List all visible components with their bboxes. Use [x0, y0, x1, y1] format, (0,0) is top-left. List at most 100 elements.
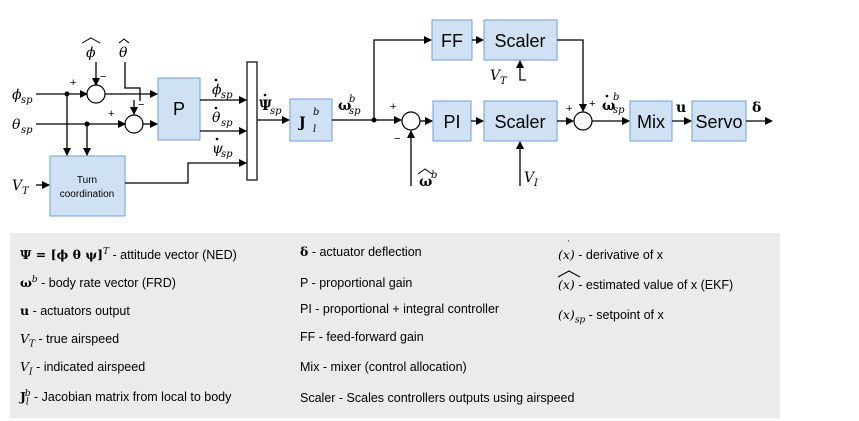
sum-junction-phi: [86, 84, 106, 104]
control-block-diagram: P Turn coordination J b l FF Scaler PI S…: [12, 19, 773, 217]
block-ff: FF: [431, 19, 473, 61]
legend-omega-text: - body rate vector (FRD): [37, 276, 176, 291]
label-thetadot-sp: θ sp: [212, 106, 233, 129]
psidot-sub: sp: [221, 149, 233, 160]
legend-pi: PI - proportional + integral controller: [300, 302, 500, 316]
legend-vi-sub: I: [29, 367, 33, 378]
jacobian-sub: l: [313, 124, 316, 135]
vt-input-symbol: V: [12, 178, 24, 194]
label-omega-sp: ω b sp: [338, 94, 361, 117]
psidot-symbol: ψ: [212, 141, 224, 157]
vi-pi-sub: I: [533, 178, 539, 189]
phidot-sub: sp: [221, 90, 233, 101]
sign-plus-ff-b: +: [589, 98, 595, 110]
legend-u-text: - actuators output: [29, 304, 130, 318]
omega-hat-sup: b: [431, 170, 437, 181]
jacobian-symbol: J: [297, 115, 306, 131]
block-mix-label: Mix: [637, 112, 665, 132]
sign-minus-phi: −: [100, 71, 106, 83]
phi-sp-sub: sp: [21, 95, 33, 106]
block-p-label: P: [173, 99, 185, 119]
vt-ff-sub: T: [500, 76, 508, 87]
block-scaler-pi: Scaler: [483, 100, 558, 142]
label-theta-hat: θ: [118, 38, 130, 61]
label-phidot-sp: ϕ sp: [212, 78, 233, 101]
theta-sp-sub: sp: [21, 125, 33, 136]
legend-delta-text: - actuator deflection: [308, 245, 422, 259]
sign-minus-rate: −: [394, 133, 400, 145]
sign-minus-theta: −: [138, 99, 144, 111]
label-u: u: [676, 100, 686, 116]
theta-sp-symbol: θ: [12, 117, 21, 133]
legend-setpoint: (x)sp - setpoint of x: [558, 307, 664, 326]
legend-vi-symbol: V: [20, 359, 30, 374]
legend-j-symbol: J: [20, 389, 26, 405]
omegadot-symbol: ω: [602, 98, 615, 114]
turn-label-2: coordination: [60, 189, 114, 200]
legend-body-rate: ωb - body rate vector (FRD): [20, 275, 176, 290]
label-omega-hat: ω b: [417, 168, 437, 190]
legend-est-text: - estimated value of x (EKF): [574, 278, 734, 292]
legend-j-sup: b: [24, 389, 31, 399]
legend-p: P - proportional gain: [300, 276, 413, 290]
legend-panel: Ψ = [ϕ θ ψ]T - attitude vector (NED) ωb …: [10, 233, 780, 418]
label-delta: δ: [752, 100, 761, 116]
phi-sp-symbol: ϕ: [12, 87, 22, 103]
sign-plus-theta: +: [108, 108, 114, 120]
legend-delta-symbol: δ: [300, 244, 309, 259]
legend-sp-sub: sp: [574, 315, 586, 326]
block-turn-coordination: Turn coordination: [49, 155, 126, 217]
phi-hat-symbol: ϕ: [86, 45, 96, 61]
label-phi-hat: ϕ: [81, 37, 101, 61]
jacobian-sup: b: [313, 107, 319, 118]
legend-sp-symbol: (x): [558, 307, 575, 322]
omega-sp-sub: sp: [349, 106, 361, 117]
label-vt-input: V T: [12, 178, 30, 197]
block-scaler-ff-label: Scaler: [494, 31, 545, 51]
sign-plus-ff-a: +: [566, 103, 572, 115]
legend-vt-symbol: V: [20, 331, 30, 346]
thetadot-symbol: θ: [212, 110, 221, 126]
legend-deriv-text: - derivative of x: [574, 248, 664, 262]
legend-indicated-airspeed: VI - indicated airspeed: [20, 359, 145, 378]
legend-omega-symbol: ω: [20, 275, 32, 291]
block-mix: Mix: [629, 100, 673, 142]
label-vt-ff: V T: [490, 68, 508, 87]
vt-ff-symbol: V: [490, 68, 502, 84]
legend-jacobian: Jlb - Jacobian matrix from local to body: [20, 389, 231, 408]
block-scaler-ff: Scaler: [483, 19, 558, 61]
sum-junction-rate: [401, 111, 421, 131]
block-p: P: [157, 77, 201, 141]
legend-sp-text: - setpoint of x: [585, 308, 664, 322]
legend-vt-text: - true airspeed: [35, 332, 120, 346]
thetadot-sub: sp: [221, 118, 233, 129]
legend-attitude-symbol: Ψ = [ϕ θ ψ]: [20, 247, 103, 263]
block-pi: PI: [432, 100, 472, 142]
block-servo-label: Servo: [695, 112, 742, 132]
legend-attitude-sup: T: [103, 247, 110, 257]
sign-plus-phi: +: [70, 77, 76, 89]
omega-sp-sup: b: [349, 94, 355, 105]
legend-omega-sup: b: [31, 275, 38, 285]
block-servo: Servo: [691, 100, 747, 142]
sign-plus-rate: +: [390, 101, 396, 113]
block-pi-label: PI: [443, 112, 460, 132]
legend-ff: FF - feed-forward gain: [300, 330, 424, 344]
legend-mix: Mix - mixer (control allocation): [300, 360, 467, 374]
legend-est-symbol: (x): [557, 270, 581, 292]
label-psidot-sp: ψ sp: [212, 137, 233, 160]
label-psi-dot-vector: Ψ sp: [259, 93, 282, 117]
legend-estimated: (x) - estimated value of x (EKF): [557, 270, 734, 292]
legend-j-sub: l: [25, 397, 29, 408]
sum-junction-theta: [124, 114, 144, 134]
omegadot-sub: sp: [613, 105, 625, 116]
legend-deflection: δ - actuator deflection: [300, 244, 422, 259]
psi-vec-sub: sp: [270, 106, 282, 117]
label-omegadot-sp: ω b sp: [602, 92, 625, 116]
legend-true-airspeed: VT - true airspeed: [20, 331, 119, 350]
phidot-symbol: ϕ: [212, 82, 222, 98]
legend-vi-text: - indicated airspeed: [32, 360, 146, 374]
legend-vt-sub: T: [29, 339, 36, 350]
omega-hat-symbol: ω: [419, 174, 432, 190]
legend-scaler: Scaler - Scales controllers outputs usin…: [300, 391, 575, 405]
